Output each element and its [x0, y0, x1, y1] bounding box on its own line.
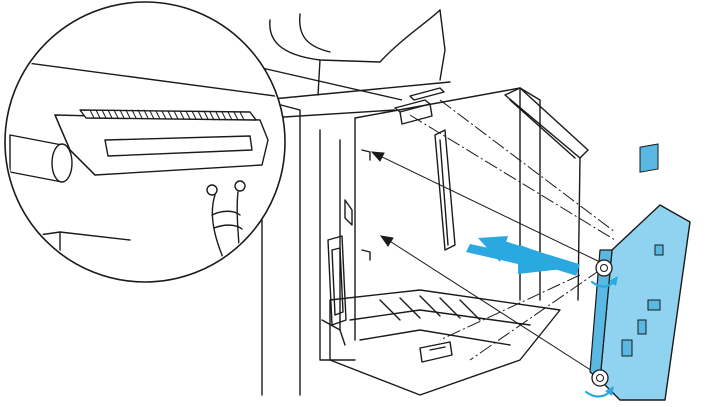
network-card — [589, 143, 691, 401]
connector-left-face — [54, 114, 71, 151]
slot-top-lip — [409, 87, 445, 101]
alignment-line-lower — [387, 239, 601, 377]
printer-top-edge-right — [439, 9, 446, 81]
rotate-arrowhead-bottom — [605, 386, 614, 396]
callout-pointer-bottom — [267, 109, 396, 119]
base-tray-outline — [329, 289, 561, 396]
connector-ridges — [89, 109, 245, 121]
callout-pointer-top — [261, 67, 403, 101]
printer-body — [261, 9, 589, 396]
printer-top-curve-inner — [298, 13, 331, 53]
arrowhead-upper — [370, 151, 385, 162]
thumbscrew-top-center — [600, 264, 608, 272]
card-chip-1 — [639, 143, 659, 173]
outer-bracket-top — [504, 87, 589, 159]
outer-bracket-right — [577, 157, 581, 301]
eyelet-right — [234, 180, 246, 192]
alignment-arrows — [370, 151, 601, 377]
card-chip-2 — [647, 299, 661, 311]
guide-line-top-long — [409, 114, 616, 241]
curved-arrow-icon — [584, 276, 618, 398]
rotate-arrowhead-top — [609, 276, 618, 286]
back-panel-top — [354, 87, 541, 301]
base-tray-handle-slot — [429, 346, 446, 351]
wire-band-1 — [211, 210, 241, 216]
guide-lines — [409, 99, 616, 361]
card-chip-4 — [637, 319, 647, 335]
zoom-callout — [4, 1, 403, 283]
printer-top-curve-left — [269, 9, 441, 63]
back-panel-outer-left — [319, 129, 356, 361]
callout-bg-edge-top — [7, 59, 283, 99]
card-board — [599, 204, 691, 401]
card-guide-rail-inner — [439, 139, 449, 246]
connector-slot — [104, 135, 253, 157]
thumbscrew-top — [595, 259, 613, 277]
insert-arrow-head — [478, 236, 508, 262]
base-tray-inner-mid — [359, 329, 511, 346]
base-tray-handle — [419, 341, 453, 363]
thumbscrew-bottom — [591, 369, 609, 387]
base-tray-inner-top — [349, 309, 531, 326]
base-tray-ribs — [379, 295, 481, 321]
outer-bracket-inner — [509, 99, 576, 159]
connector-edge — [69, 149, 96, 176]
wire-band-2 — [213, 224, 243, 230]
callout-detail — [7, 59, 283, 280]
slot-top-connector-face — [399, 103, 433, 125]
printer-top-fold — [317, 59, 321, 96]
arrowhead-lower — [379, 235, 394, 247]
arrow-right-icon — [466, 236, 580, 276]
insert-arrow-shaft — [498, 240, 580, 276]
guide-line-bottom — [469, 269, 601, 361]
mark-upper — [361, 149, 371, 161]
lower-connector-inner — [331, 247, 344, 316]
guide-line-bottom-left — [439, 274, 581, 341]
card-chip-3 — [654, 244, 664, 256]
guide-line-top — [439, 99, 616, 233]
frame-notch — [344, 199, 353, 226]
thumbscrew-bottom-center — [596, 374, 604, 382]
printer-upper-shelf — [261, 81, 451, 101]
cylinder-end — [51, 143, 73, 183]
card-guide-rail — [434, 129, 456, 251]
mark-lower — [361, 249, 371, 261]
eyelet-left — [206, 184, 218, 196]
lower-cable — [321, 319, 346, 346]
lower-connector-bracket — [327, 235, 347, 326]
alignment-line-upper — [379, 155, 601, 263]
wire-left — [211, 194, 231, 280]
card-port — [621, 339, 633, 357]
